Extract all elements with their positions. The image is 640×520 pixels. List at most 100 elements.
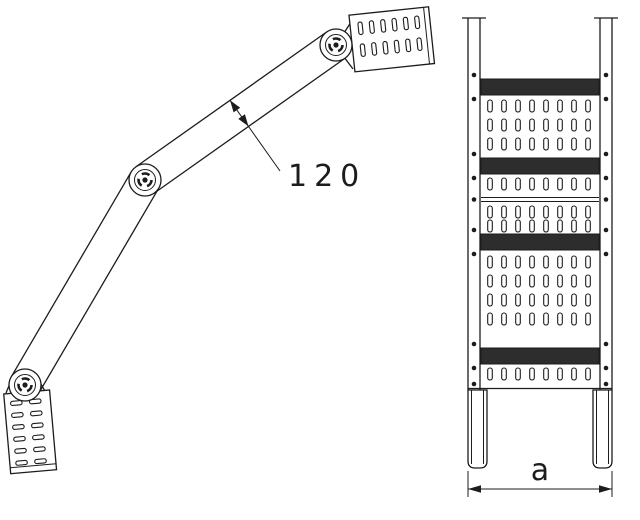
dimension-120-label: 120 (288, 159, 366, 194)
end-plate-slot (15, 459, 28, 466)
tray-slot (515, 367, 521, 381)
tray-slot (515, 293, 521, 307)
tray-slot (501, 312, 507, 326)
bolt-dot (603, 381, 609, 387)
tray-slot (585, 274, 591, 288)
tray-slot (557, 205, 563, 219)
tray-slot (487, 99, 493, 113)
bolt-dot (603, 175, 609, 181)
tray-slot (585, 367, 591, 381)
end-plate-slot (391, 17, 398, 32)
bottom-right-connector-plate (592, 389, 613, 469)
pivot-joint-top (319, 28, 353, 62)
tray-slot (487, 137, 493, 151)
tray-perforation-grid (487, 99, 591, 381)
tray-slot (487, 274, 493, 288)
lower-bar (10, 171, 160, 394)
dimension-arrow-right (599, 485, 612, 493)
bolt-dot (603, 72, 609, 78)
tray-slot (515, 274, 521, 288)
tray-slot (501, 205, 507, 219)
tray-slot (543, 137, 549, 151)
tray-slot (571, 219, 577, 233)
tray-slot (529, 274, 535, 288)
extension-lines (467, 471, 613, 497)
end-plate-slot (28, 398, 42, 405)
end-plate-slot (382, 40, 389, 55)
end-plate-slot (12, 423, 25, 430)
bolt-dot (603, 365, 609, 371)
top-end-plate (348, 6, 436, 73)
tray-slot (529, 137, 535, 151)
tray-slot (585, 205, 591, 219)
tray-slot (543, 99, 549, 113)
end-plate-slot (402, 16, 409, 31)
bolt-dot (471, 227, 477, 233)
tray-slot (515, 255, 521, 269)
dimension-arrow-left (468, 485, 481, 493)
tray-slot (515, 99, 521, 113)
tray-slot (571, 118, 577, 132)
end-plate-slot (13, 435, 26, 442)
tray-slot (501, 177, 507, 191)
bolt-dot (471, 175, 477, 181)
tray-slot (557, 219, 563, 233)
bolt-dot (471, 72, 477, 78)
pivot-joint-middle (128, 163, 162, 197)
tray-slot (529, 367, 535, 381)
pivot-joint-bottom (8, 368, 42, 402)
tray-slot (543, 274, 549, 288)
tray-slot (571, 274, 577, 288)
tray-slot (571, 255, 577, 269)
tray-slot (571, 312, 577, 326)
bolt-dot (471, 341, 477, 347)
tray-slot (543, 293, 549, 307)
tray-slot (529, 99, 535, 113)
end-plate-slot (416, 37, 423, 51)
tray-slot (557, 312, 563, 326)
tray-slot (487, 293, 493, 307)
tray-slot (529, 205, 535, 219)
tray-slot (501, 293, 507, 307)
tray-slot (585, 177, 591, 191)
end-plate-slot (368, 20, 375, 34)
end-plate-slot (14, 447, 27, 454)
bolt-dot (471, 197, 477, 202)
bottom-right-plate-lines (596, 390, 609, 464)
end-plate-slot (33, 446, 46, 453)
tray-slot (585, 312, 591, 326)
end-plate-slot (10, 400, 23, 407)
end-plate-slot (371, 42, 378, 56)
end-plate-slot (359, 43, 366, 57)
tray-slot (543, 219, 549, 233)
rung-connector-4 (480, 347, 600, 365)
tray-slot (543, 255, 549, 269)
tray-slot (515, 205, 521, 219)
tray-slot (487, 367, 493, 381)
bottom-left-plate-lines (471, 390, 484, 464)
tray-slot (557, 274, 563, 288)
tray-slot (515, 177, 521, 191)
bolt-dot (603, 197, 609, 202)
end-plate-slot (393, 39, 400, 54)
tray-slot (487, 255, 493, 269)
bolt-dot (471, 96, 477, 102)
rung-connector-2 (480, 157, 600, 175)
bolt-dot (471, 381, 477, 387)
top-plate-slot-grid (357, 15, 423, 57)
bolt-dot (603, 96, 609, 102)
rail-bolt-dots (471, 72, 609, 387)
tray-slot (571, 293, 577, 307)
end-plate-slot (405, 38, 412, 53)
tray-slot (571, 137, 577, 151)
tray-slot (515, 219, 521, 233)
tray-slot (543, 312, 549, 326)
tray-slot (529, 118, 535, 132)
tray-slot (585, 293, 591, 307)
tray-slot (501, 274, 507, 288)
tray-slot (557, 118, 563, 132)
tray-slot (529, 219, 535, 233)
tray-slot (501, 118, 507, 132)
bottom-plate-slot-grid (10, 398, 47, 466)
